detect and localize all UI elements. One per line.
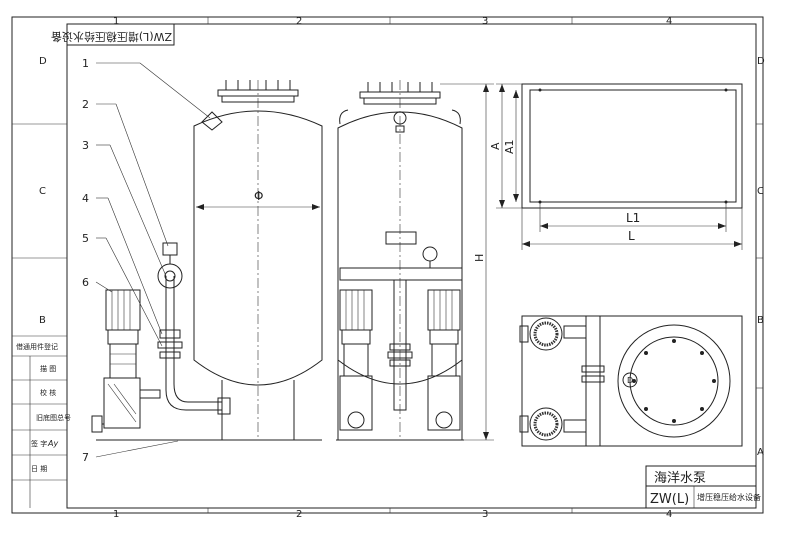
zone-top-1: 1 [113, 16, 119, 27]
part-label-3: 3 [82, 139, 89, 152]
part-label-7: 7 [82, 451, 89, 464]
zone-left-B: B [39, 315, 46, 326]
zone-left-D: D [39, 56, 47, 67]
pump-plan-bottom [529, 407, 563, 441]
flow-meter [157, 263, 183, 289]
plan-view-frame: A A1 L1 L [489, 83, 743, 250]
zone-right-C: C [757, 186, 764, 197]
side-view: H [336, 80, 494, 441]
gauge-symbol: D [627, 376, 633, 385]
check-valve [157, 341, 183, 349]
tank-plan-circle [617, 324, 731, 438]
plan-view-layout: D [519, 315, 743, 447]
table-row-register: 借通用件登记 [16, 342, 58, 351]
inner-frame [66, 23, 757, 509]
corner-stamp-box [66, 23, 175, 46]
dim-A: A [489, 142, 502, 150]
part-label-1: 1 [82, 57, 89, 70]
table-row-signature: 签 字 [31, 439, 47, 448]
pressure-gauge [422, 246, 438, 262]
title-company: 海洋水泵 [654, 471, 706, 486]
table-row-date: 日 期 [31, 465, 47, 473]
pump-motor-left [339, 289, 373, 331]
dim-A1: A1 [503, 139, 516, 154]
safety-valve [201, 111, 223, 131]
pump-body [109, 343, 137, 379]
pump-plan-top [529, 317, 563, 351]
zone-bottom-4: 4 [666, 509, 672, 520]
table-row-drafting: 描 图 [40, 364, 56, 373]
nameplate [385, 231, 417, 245]
title-model: ZW(L) [650, 492, 689, 507]
signature-mark: Ay [47, 439, 58, 448]
zone-right-A: A [757, 447, 764, 458]
pump-motor [105, 289, 141, 331]
zone-bottom-2: 2 [296, 509, 302, 520]
part-label-2: 2 [82, 98, 89, 111]
part-label-4: 4 [82, 192, 89, 205]
dim-H: H [473, 254, 486, 262]
zone-bottom-1: 1 [113, 509, 119, 520]
outer-frame [11, 16, 764, 514]
table-row-old-drawing: 旧底图总号 [36, 413, 71, 422]
pressure-tank [193, 110, 323, 386]
zone-left-C: C [39, 186, 46, 197]
pump-motor-right [427, 289, 461, 331]
zone-right-B: B [757, 315, 764, 326]
gate-valve [159, 329, 181, 339]
dim-L1: L1 [626, 211, 640, 225]
table-row-check: 校 核 [40, 388, 56, 397]
dim-L: L [628, 229, 635, 243]
zone-top-2: 2 [296, 16, 302, 27]
part-label-5: 5 [82, 232, 89, 245]
left-approval-table [12, 335, 67, 508]
header-pipe [339, 267, 463, 281]
dim-phi: Φ [254, 189, 263, 203]
title-block [645, 465, 757, 509]
zone-bottom-3: 3 [482, 509, 488, 520]
zone-top-3: 3 [482, 16, 488, 27]
pressure-switch [162, 242, 178, 256]
front-view: Φ [82, 57, 323, 464]
corner-stamp: ZW(L)增压稳压给水设备 [51, 30, 172, 44]
zone-top-4: 4 [666, 16, 672, 27]
zone-right-D: D [757, 56, 765, 67]
part-label-6: 6 [82, 276, 89, 289]
title-product: 增压稳压给水设备 [697, 492, 761, 502]
